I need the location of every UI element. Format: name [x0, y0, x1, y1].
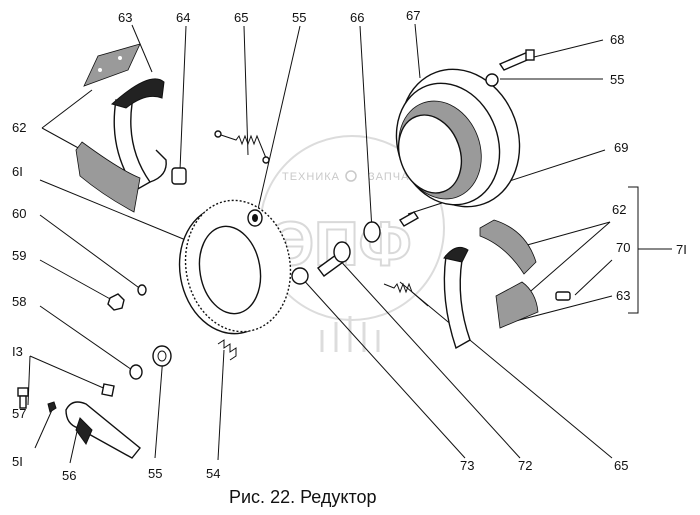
nut-59 — [107, 293, 125, 311]
brake-shoe-right — [443, 219, 539, 350]
brake-lining-plate-bottom — [75, 141, 141, 213]
label-I3: I3 — [12, 344, 23, 359]
washer-55-top — [247, 209, 263, 227]
label-73: 73 — [460, 458, 474, 473]
return-spring-top — [214, 130, 270, 164]
fitting-13 — [101, 383, 115, 397]
roller-bushing — [171, 167, 187, 185]
washer-55-right — [485, 73, 499, 87]
figure-caption: Рис. 22. Редуктор — [229, 487, 377, 507]
label-62-left: 62 — [12, 120, 26, 135]
label-70: 70 — [616, 240, 630, 255]
rivet-70 — [555, 291, 571, 301]
brake-drum — [395, 68, 521, 208]
label-58: 58 — [12, 294, 26, 309]
label-72: 72 — [518, 458, 532, 473]
label-65-top: 65 — [234, 10, 248, 25]
bolt-57 — [17, 387, 29, 409]
label-60: 60 — [12, 206, 26, 221]
label-69: 69 — [614, 140, 628, 155]
label-55-bottom: 55 — [148, 466, 162, 481]
spring-54 — [217, 339, 237, 361]
label-63-top: 63 — [118, 10, 132, 25]
label-7I: 7I — [676, 242, 687, 257]
cam-shaft-72 — [317, 241, 351, 277]
brake-shoe-left — [110, 78, 167, 191]
label-64: 64 — [176, 10, 190, 25]
cam-plate-66 — [363, 221, 381, 243]
label-66: 66 — [350, 10, 364, 25]
label-65-bottom: 65 — [614, 458, 628, 473]
brake-lever-56 — [65, 401, 141, 459]
part-labels: 63 64 65 55 66 67 68 55 62 69 6I 62 60 7… — [12, 8, 687, 483]
label-5I: 5I — [12, 454, 23, 469]
brake-disk-toothed — [178, 199, 292, 335]
watermark-text-left: ТЕХНИКА — [282, 171, 340, 183]
label-67: 67 — [406, 8, 420, 23]
brake-lining-plate-top — [83, 43, 141, 87]
label-63-right: 63 — [616, 288, 630, 303]
gear-icon — [345, 170, 357, 182]
label-6I: 6I — [12, 164, 23, 179]
washer-60 — [137, 284, 147, 296]
washer-55-bottom — [152, 345, 172, 367]
bolt-68 — [498, 49, 535, 71]
label-56: 56 — [62, 468, 76, 483]
label-57: 57 — [12, 406, 26, 421]
label-59: 59 — [12, 248, 26, 263]
leader-lines — [27, 23, 672, 464]
label-68: 68 — [610, 32, 624, 47]
washer-73 — [291, 267, 309, 285]
wheat-icon — [320, 316, 380, 352]
label-62-right: 62 — [612, 202, 626, 217]
washer-58 — [129, 364, 143, 380]
label-55-right: 55 — [610, 72, 624, 87]
label-54: 54 — [206, 466, 220, 481]
label-55-top: 55 — [292, 10, 306, 25]
nut-51 — [47, 401, 57, 413]
pin-69 — [399, 211, 419, 227]
return-spring-bottom — [383, 282, 429, 307]
